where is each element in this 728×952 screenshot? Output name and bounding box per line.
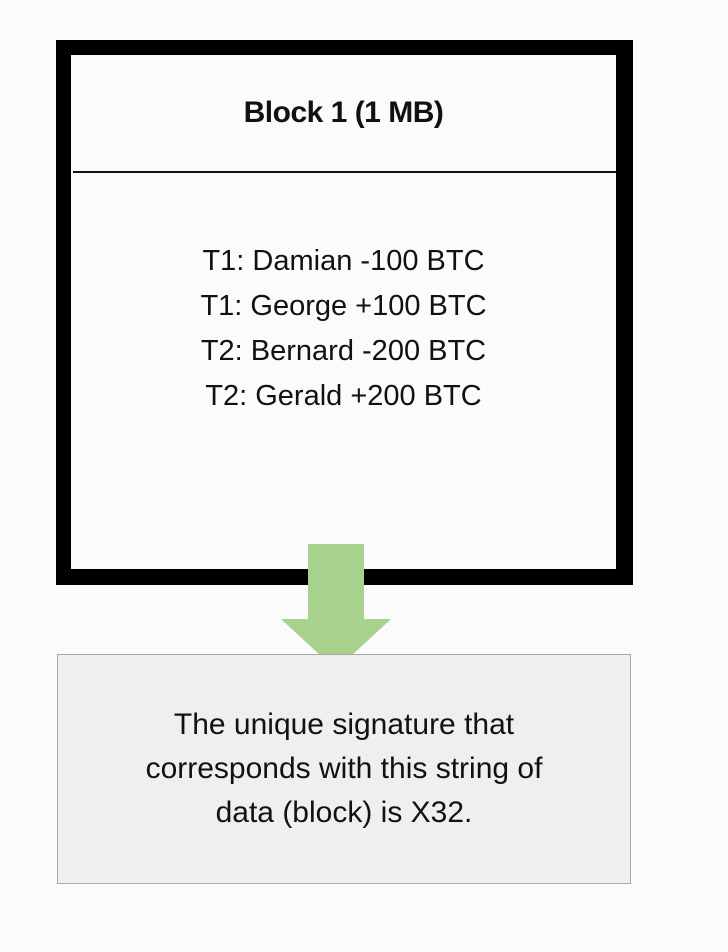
signature-line: corresponds with this string of [145,752,543,785]
signature-box: The unique signature that corresponds wi… [57,654,631,884]
transaction-item: T2: Bernard -200 BTC [200,335,487,367]
transaction-item: T2: Gerald +200 BTC [205,380,482,412]
transaction-list: T1: Damian -100 BTC T1: George +100 BTC … [71,239,616,419]
signature-line: data (block) is X32. [215,796,473,829]
block-divider [73,171,616,173]
transaction-item: T1: Damian -100 BTC [202,245,485,277]
signature-text: The unique signature that corresponds wi… [104,703,584,835]
block-title: Block 1 (1 MB) [243,96,444,129]
transaction-item: T1: George +100 BTC [200,290,487,322]
signature-line: The unique signature that [173,708,515,741]
block-container: Block 1 (1 MB) T1: Damian -100 BTC T1: G… [56,40,633,585]
down-arrow-icon [281,544,391,656]
